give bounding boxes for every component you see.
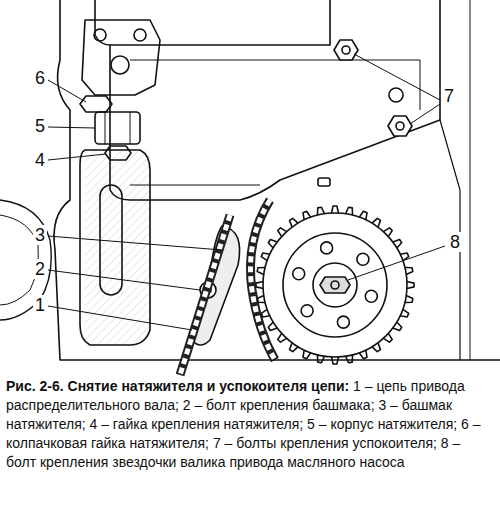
callout-number: 6 bbox=[33, 68, 47, 88]
sprocket-tooth bbox=[332, 206, 339, 213]
callout-number: 4 bbox=[33, 150, 47, 170]
callout-number: 5 bbox=[33, 116, 47, 136]
sprocket-hole bbox=[365, 290, 377, 302]
sprocket-tooth bbox=[407, 282, 414, 289]
sprocket-hole bbox=[301, 305, 313, 317]
figure-caption: Рис. 2-6. Снятие натяжителя и успокоител… bbox=[6, 377, 494, 472]
sprocket-hole bbox=[357, 253, 369, 265]
callout-number: 1 bbox=[33, 295, 47, 315]
sprocket-hole bbox=[293, 268, 305, 280]
callout-number: 8 bbox=[448, 232, 462, 252]
callout-number: 7 bbox=[442, 86, 456, 106]
sprocket-tooth bbox=[332, 357, 339, 364]
callout-number: 2 bbox=[33, 259, 47, 279]
sprocket-hole bbox=[321, 242, 333, 254]
callout-number: 3 bbox=[33, 225, 47, 245]
sprocket-tooth bbox=[256, 282, 263, 289]
sprocket-hole bbox=[337, 316, 349, 328]
figure-title: Рис. 2-6. Снятие натяжителя и успокоител… bbox=[6, 378, 349, 394]
